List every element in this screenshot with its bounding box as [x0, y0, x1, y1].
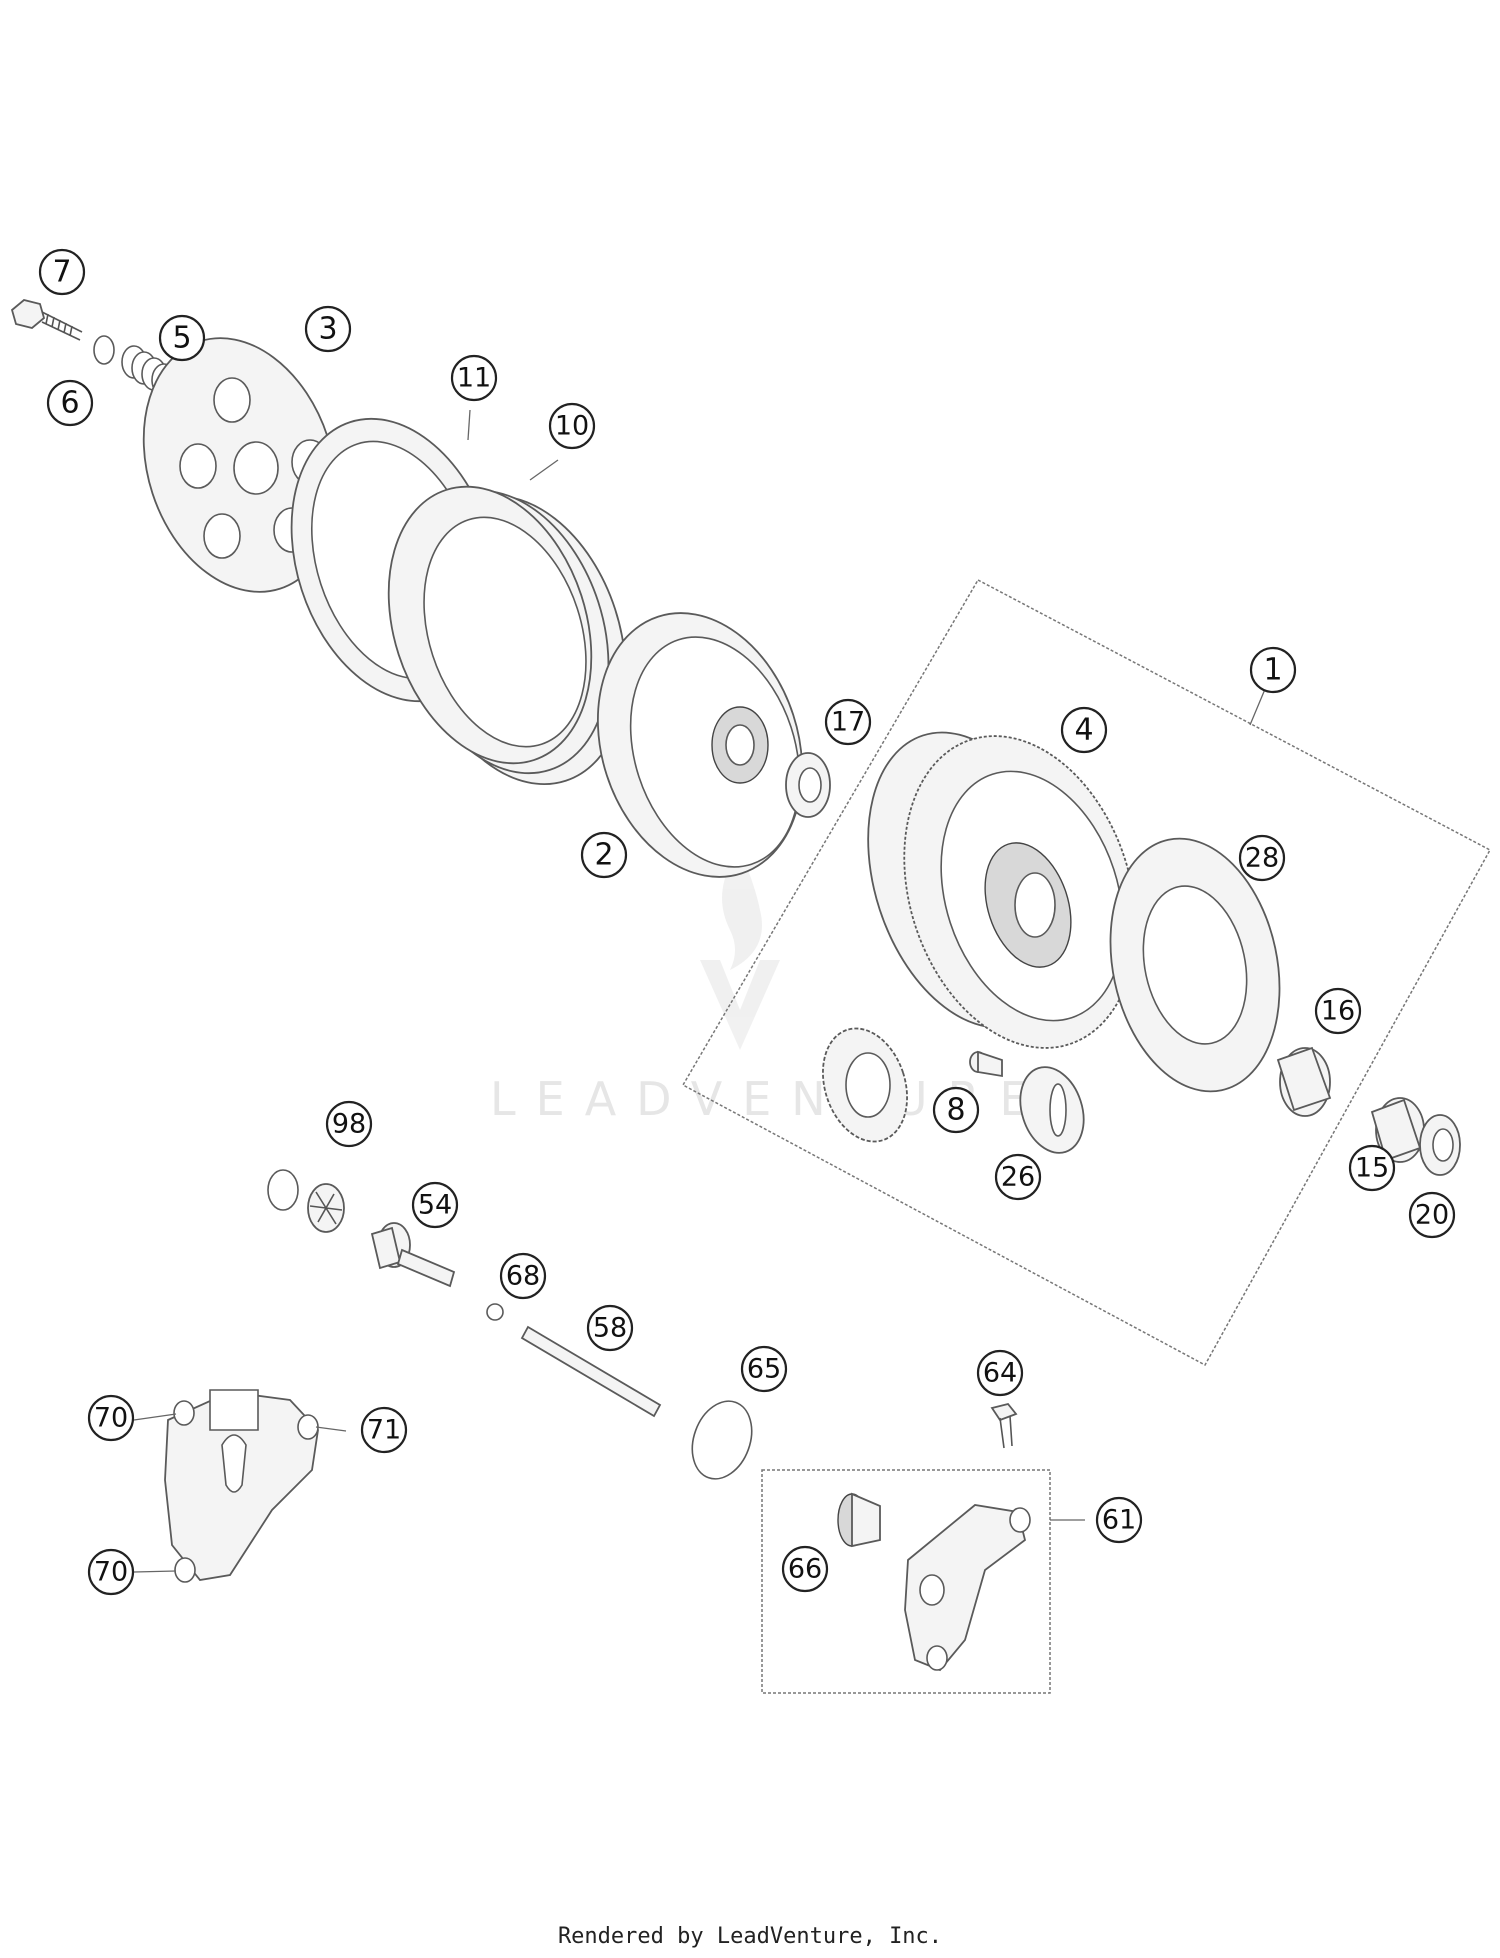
part-17-thrust-washer — [785, 752, 831, 818]
callout-28: 28 — [1238, 834, 1286, 882]
leader-11 — [467, 409, 471, 441]
part-2-clutch-hub — [596, 612, 804, 878]
leader-70-top — [133, 1413, 177, 1421]
part-61-slave-cylinder-housing — [904, 1504, 1031, 1672]
svg-text:64: 64 — [983, 1358, 1017, 1389]
part-6-washer — [93, 335, 115, 365]
part-58-push-rod — [520, 1325, 662, 1418]
callout-1: 1 — [1249, 646, 1297, 694]
part-8-pin — [969, 1050, 1003, 1078]
part-20-washer — [1419, 1114, 1461, 1176]
callout-66: 66 — [781, 1545, 829, 1593]
svg-text:70: 70 — [94, 1557, 128, 1588]
callout-17: 17 — [824, 698, 872, 746]
footer-credit: Rendered by LeadVenture, Inc. — [557, 1924, 943, 1949]
clutch-slave-cover — [164, 1389, 319, 1583]
svg-text:2: 2 — [594, 838, 613, 873]
part-68-ball — [486, 1303, 504, 1321]
callout-3: 3 — [304, 305, 352, 353]
callout-20: 20 — [1408, 1191, 1456, 1239]
callout-5: 5 — [158, 314, 206, 362]
part-66-piston — [837, 1492, 881, 1548]
svg-text:20: 20 — [1415, 1200, 1449, 1231]
svg-text:1: 1 — [1263, 653, 1282, 688]
part-3-pressure-plate — [142, 337, 338, 593]
svg-text:17: 17 — [831, 707, 865, 738]
svg-text:54: 54 — [418, 1190, 452, 1221]
callout-58: 58 — [586, 1304, 634, 1352]
callout-4: 4 — [1060, 706, 1108, 754]
callout-70-bottom: 70 — [87, 1548, 135, 1596]
svg-text:70: 70 — [94, 1403, 128, 1434]
svg-text:61: 61 — [1102, 1505, 1136, 1536]
svg-text:11: 11 — [457, 363, 491, 394]
callout-2: 2 — [580, 831, 628, 879]
callout-11: 11 — [450, 354, 498, 402]
leadventure-logo-watermark — [700, 850, 780, 1050]
callout-16: 16 — [1314, 987, 1362, 1035]
part-26-bushing — [1019, 1066, 1085, 1154]
svg-text:26: 26 — [1001, 1162, 1035, 1193]
callout-61: 61 — [1095, 1496, 1143, 1544]
assembly-61-frame — [761, 1469, 1051, 1694]
callout-10: 10 — [548, 402, 596, 450]
callout-26: 26 — [994, 1153, 1042, 1201]
svg-text:5: 5 — [172, 321, 191, 356]
svg-text:8: 8 — [946, 1093, 965, 1128]
part-64-screw — [990, 1402, 1018, 1449]
svg-text:10: 10 — [555, 411, 589, 442]
callout-65: 65 — [740, 1345, 788, 1393]
leader-10 — [529, 459, 559, 481]
svg-text:98: 98 — [332, 1109, 366, 1140]
callout-7: 7 — [38, 248, 86, 296]
callout-15: 15 — [1348, 1144, 1396, 1192]
svg-text:58: 58 — [593, 1313, 627, 1344]
leader-70-bottom — [133, 1570, 177, 1573]
part-65-o-ring — [691, 1400, 753, 1480]
part-16-bearing-sleeve — [1276, 1046, 1332, 1117]
assembly-1-frame — [681, 579, 1492, 1367]
part-4-clutch-basket — [867, 731, 1137, 1049]
callout-98: 98 — [325, 1100, 373, 1148]
primary-drive-gear — [822, 1027, 908, 1143]
part-54-shaft — [370, 1222, 456, 1288]
callout-68: 68 — [499, 1252, 547, 1300]
callout-54: 54 — [411, 1181, 459, 1229]
callout-64: 64 — [976, 1349, 1024, 1397]
svg-text:15: 15 — [1355, 1153, 1389, 1184]
svg-text:3: 3 — [318, 312, 337, 347]
callout-70-top: 70 — [87, 1394, 135, 1442]
part-15-bushing — [1370, 1097, 1425, 1163]
svg-text:71: 71 — [367, 1415, 401, 1446]
svg-text:4: 4 — [1074, 713, 1093, 748]
svg-text:65: 65 — [747, 1354, 781, 1385]
svg-text:66: 66 — [788, 1554, 822, 1585]
callout-8: 8 — [932, 1086, 980, 1134]
svg-text:16: 16 — [1321, 996, 1355, 1027]
part-7-bolt — [10, 299, 83, 341]
callout-71: 71 — [360, 1406, 408, 1454]
leader-71 — [315, 1426, 347, 1432]
callout-6: 6 — [46, 379, 94, 427]
svg-text:7: 7 — [52, 255, 71, 290]
svg-text:6: 6 — [60, 386, 79, 421]
part-10-clutch-disc-pack — [387, 485, 627, 786]
part-98-washers — [267, 1169, 345, 1233]
svg-text:68: 68 — [506, 1261, 540, 1292]
svg-text:28: 28 — [1245, 843, 1279, 874]
part-28-disc-spring — [1109, 837, 1281, 1093]
